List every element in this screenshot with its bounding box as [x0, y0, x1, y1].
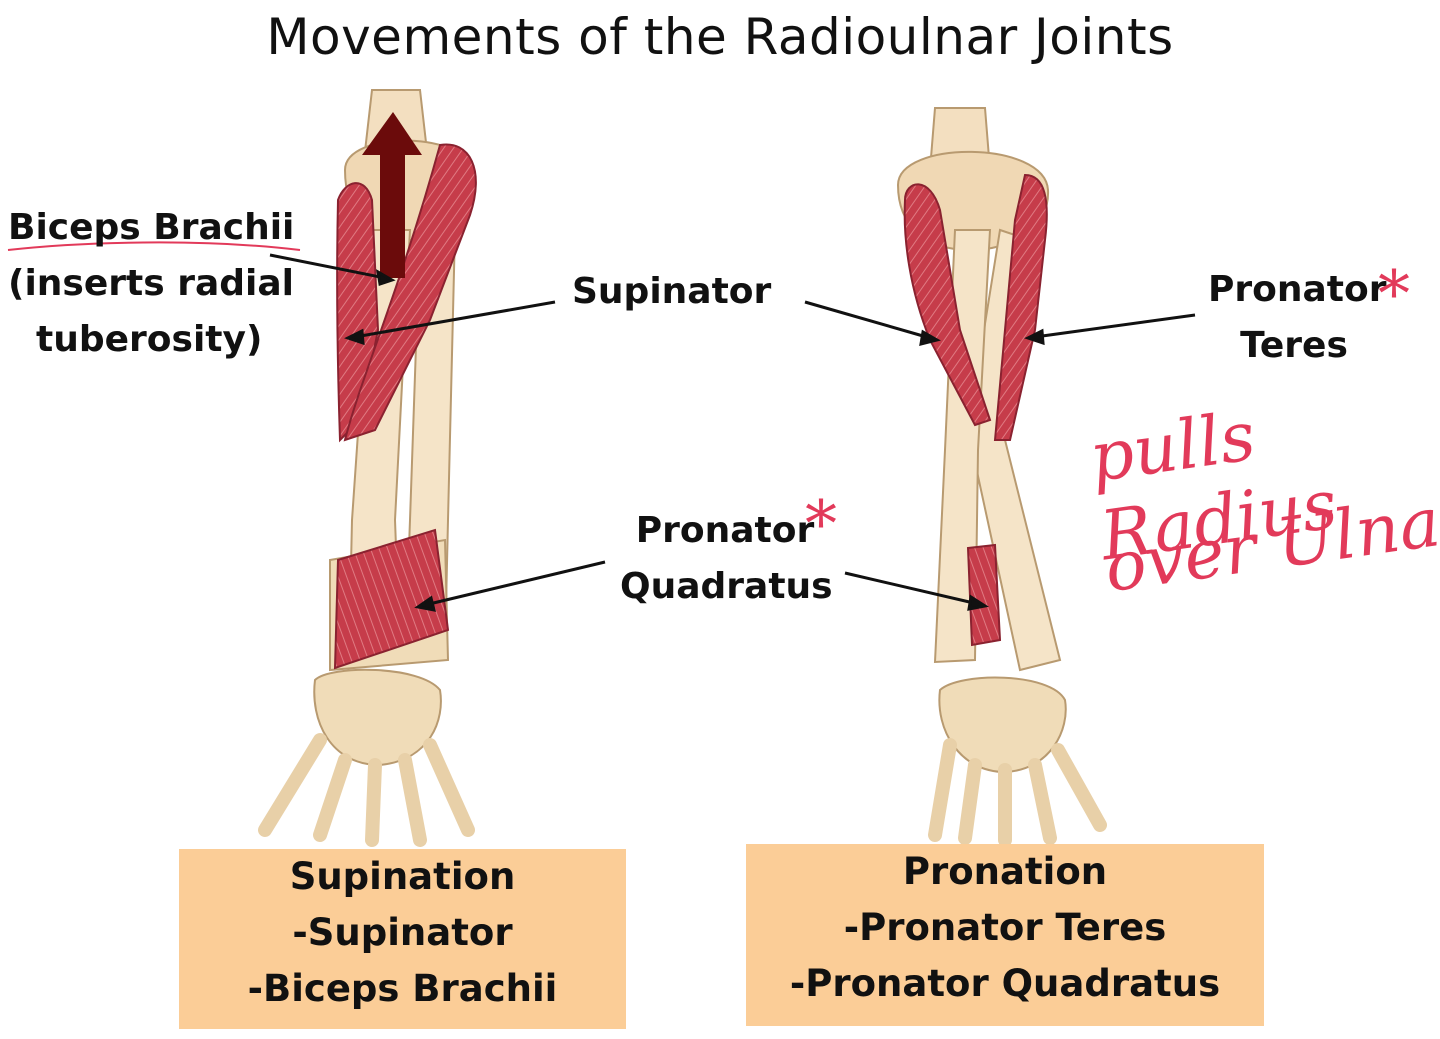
- supination-box: Supination -Supinator -Biceps Brachii: [179, 849, 626, 1029]
- supination-box-item-1: -Supinator: [292, 911, 513, 954]
- pronation-box: Pronation -Pronator Teres -Pronator Quad…: [746, 844, 1264, 1026]
- label-pronator-teres-line-2: Teres: [1240, 325, 1348, 366]
- label-biceps-line-1: Biceps Brachii: [8, 207, 295, 248]
- pronator-teres-leader-arrow: [1034, 313, 1196, 339]
- label-pronator-quadratus: Pronator Quadratus: [620, 503, 833, 615]
- label-pronator-teres: Pronator Teres: [1208, 262, 1387, 374]
- label-pronator-teres-line-1: Pronator: [1208, 269, 1387, 310]
- handwritten-underline: [7, 241, 301, 251]
- biceps-pull-arrow: [362, 112, 422, 278]
- supination-box-item-2: -Biceps Brachii: [247, 967, 558, 1010]
- label-pronator-quadratus-line-2: Quadratus: [620, 566, 833, 607]
- pronator-quadratus-right-leader-arrow: [844, 571, 979, 606]
- page-title: Movements of the Radioulnar Joints: [266, 8, 1174, 66]
- pronation-box-title: Pronation: [902, 850, 1108, 893]
- handwritten-asterisk-teres: *: [1378, 258, 1410, 332]
- right-forearm: [896, 107, 1107, 847]
- pronator-quadratus-left-leader-arrow: [424, 560, 606, 607]
- label-supinator: Supinator: [572, 271, 772, 312]
- biceps-leader-arrow: [269, 253, 386, 280]
- label-biceps-line-2: (inserts radial: [8, 263, 294, 304]
- supinator-left-leader-arrow: [354, 300, 556, 339]
- supination-box-title: Supination: [289, 855, 516, 898]
- pronation-box-item-1: -Pronator Teres: [843, 906, 1167, 949]
- handwritten-asterisk-quadratus: *: [805, 488, 837, 562]
- pronation-box-item-2: -Pronator Quadratus: [789, 962, 1221, 1005]
- label-biceps-brachii: Biceps Brachii (inserts radial tuberosit…: [8, 200, 294, 368]
- label-biceps-line-3: tuberosity): [36, 319, 263, 360]
- supinator-right-leader-arrow: [804, 300, 931, 340]
- left-forearm: [258, 89, 477, 847]
- label-pronator-quadratus-line-1: Pronator: [635, 510, 815, 551]
